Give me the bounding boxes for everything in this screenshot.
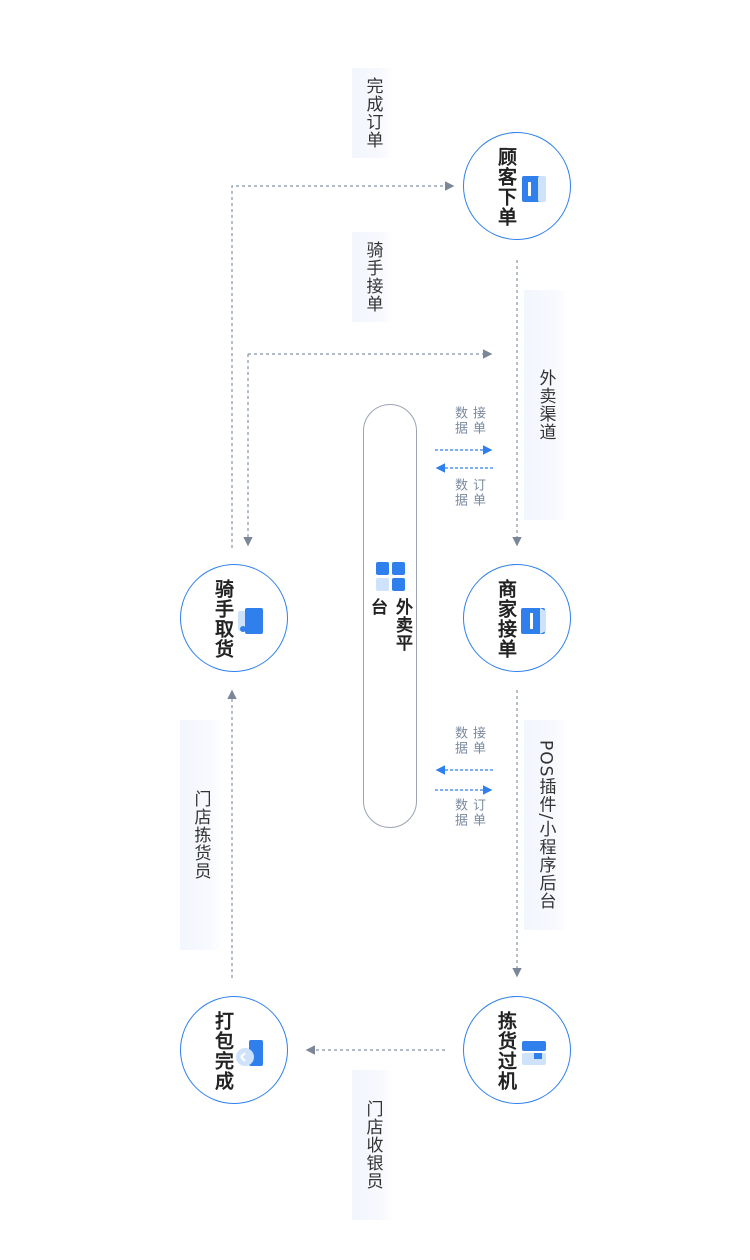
node-picking-machine: 拣货过机 <box>463 996 571 1104</box>
order-bag-icon <box>522 176 546 202</box>
package-check-icon <box>236 1040 263 1066</box>
label-complete-order: 完成订单 <box>352 68 394 158</box>
node-rider-pickup: 骑手取货 <box>180 564 288 672</box>
node-picking-machine-label: 拣货过机 <box>495 1011 517 1091</box>
node-packing-done-label: 打包完成 <box>212 1011 234 1091</box>
arrow-complete-order <box>231 181 455 548</box>
bottom-accept-data-label: 接单数据 <box>452 726 485 756</box>
platform-grid-icon <box>376 562 405 591</box>
node-merchant-accept-label: 商家接单 <box>495 579 517 659</box>
label-pos-plugin: POS插件/小程序后台 <box>524 720 568 930</box>
bottom-order-data-label: 订单数据 <box>452 798 485 828</box>
platform-label: 外卖平台 <box>367 598 412 652</box>
scanner-icon <box>522 1041 546 1065</box>
store-icon <box>521 608 546 634</box>
label-store-cashier: 门店收银员 <box>352 1070 394 1220</box>
label-delivery-channel: 外卖渠道 <box>524 290 568 520</box>
node-merchant-accept: 商家接单 <box>463 564 571 672</box>
delivery-platform-pill <box>363 404 417 828</box>
label-store-picker: 门店拣货员 <box>180 720 222 950</box>
node-packing-done: 打包完成 <box>180 996 288 1104</box>
node-customer-order-label: 顾客下单 <box>495 147 517 227</box>
node-customer-order: 顾客下单 <box>463 132 571 240</box>
node-rider-pickup-label: 骑手取货 <box>212 579 234 659</box>
delivery-box-icon <box>238 608 263 634</box>
label-rider-accept: 骑手接单 <box>352 232 394 322</box>
top-accept-data-label: 接单数据 <box>452 406 485 436</box>
top-order-data-label: 订单数据 <box>452 478 485 508</box>
